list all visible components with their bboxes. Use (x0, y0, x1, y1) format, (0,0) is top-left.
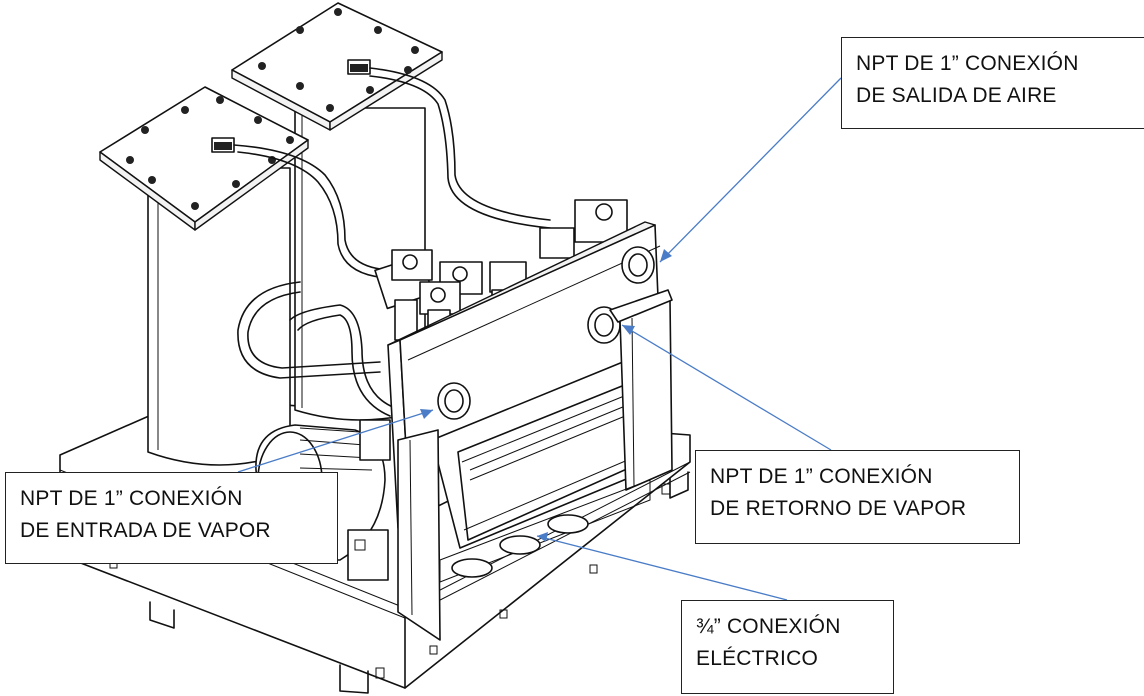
callout-electrical-line2: ELÉCTRICO (696, 647, 818, 670)
callout-electrical: ¾” CONEXIÓN ELÉCTRICO (681, 600, 894, 694)
leader-line-electrical (536, 535, 788, 601)
arrowhead-air-outlet (660, 249, 672, 262)
callout-vapor-inlet-line1: NPT DE 1” CONEXIÓN (20, 487, 243, 510)
tubing (233, 67, 551, 417)
callout-air-outlet-line2: DE SALIDA DE AIRE (856, 84, 1057, 107)
callout-vapor-inlet-line2: DE ENTRADA DE VAPOR (20, 519, 271, 542)
callout-vapor-inlet: NPT DE 1” CONEXIÓN DE ENTRADA DE VAPOR (5, 472, 338, 564)
leader-arrowheads (420, 249, 672, 542)
callout-air-outlet-line1: NPT DE 1” CONEXIÓN (856, 52, 1079, 75)
leader-line-vapor-return (621, 324, 832, 451)
arrowhead-electrical (537, 532, 548, 542)
leader-line-air-outlet (659, 77, 842, 263)
leader-lines (237, 77, 842, 601)
filter-tank-rear (231, 2, 443, 421)
callout-vapor-return: NPT DE 1” CONEXIÓN DE RETORNO DE VAPOR (695, 450, 1020, 544)
arrowhead-vapor-return (622, 325, 635, 335)
filter-tank-front (99, 86, 309, 466)
solenoid-valves (374, 199, 628, 351)
arrowhead-vapor-inlet (420, 409, 433, 419)
tank-top-fittings (211, 59, 371, 153)
callout-vapor-return-line2: DE RETORNO DE VAPOR (710, 497, 967, 520)
callout-air-outlet: NPT DE 1” CONEXIÓN DE SALIDA DE AIRE (841, 37, 1144, 129)
callout-electrical-line1: ¾” CONEXIÓN (696, 615, 841, 638)
leader-line-vapor-inlet (237, 409, 434, 473)
callout-vapor-return-line1: NPT DE 1” CONEXIÓN (710, 465, 933, 488)
